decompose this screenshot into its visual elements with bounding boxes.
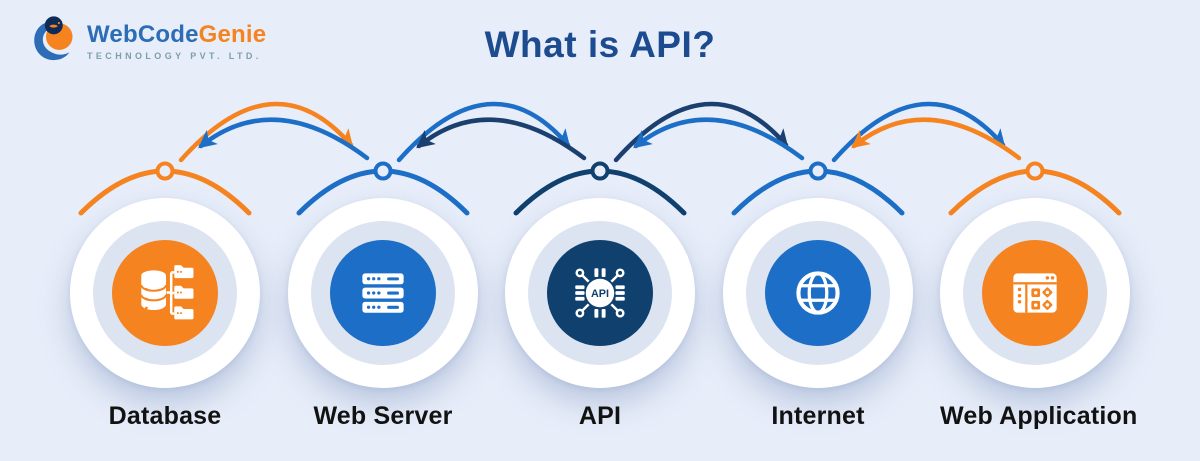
node-label: Database <box>108 402 222 430</box>
api-chip-icon: API <box>575 268 625 318</box>
node-database: Database <box>70 198 260 431</box>
node-inner-circle <box>112 240 218 346</box>
backward-arrow <box>633 117 805 161</box>
globe-icon <box>796 271 840 315</box>
node-apex-ring <box>373 161 393 181</box>
node-outer-circle <box>70 198 260 388</box>
node-label: Web Server <box>313 402 453 430</box>
logo-name: WebCodeGenie <box>87 20 267 48</box>
node-inner-circle: API <box>547 240 653 346</box>
node-inner-circle <box>765 240 871 346</box>
node-label: Internet <box>771 402 865 430</box>
browser-icon <box>1013 273 1057 313</box>
node-outer-circle <box>723 198 913 388</box>
backward-arrow <box>198 117 370 161</box>
node-label: API <box>578 402 622 430</box>
logo-text: WebCodeGenie TECHNOLOGY PVT. LTD. <box>87 20 267 62</box>
node-web-application: Web Application <box>940 198 1138 431</box>
node-inner-circle <box>330 240 436 346</box>
node-outer-circle <box>940 198 1130 388</box>
server-icon <box>362 273 404 313</box>
logo-tagline: TECHNOLOGY PVT. LTD. <box>87 51 262 62</box>
api-chip-text: API <box>591 288 609 300</box>
node-apex-ring <box>155 161 175 181</box>
node-apex-ring <box>590 161 610 181</box>
logo: WebCodeGenie TECHNOLOGY PVT. LTD. <box>28 12 266 71</box>
logo-icon <box>28 12 78 71</box>
node-ring <box>963 221 1107 365</box>
node-apex-ring <box>1025 161 1045 181</box>
database-icon <box>140 265 194 320</box>
node-label: Web Application <box>940 402 1138 430</box>
node-web-server: Web Server <box>288 198 478 431</box>
node-apex-ring <box>808 161 828 181</box>
node-outer-circle: API <box>505 198 695 388</box>
page-title: What is API? <box>484 24 716 65</box>
node-ring <box>93 221 237 365</box>
node-ring <box>746 221 890 365</box>
node-ring: API <box>528 221 672 365</box>
node-outer-circle <box>288 198 478 388</box>
backward-arrow <box>851 117 1022 161</box>
node-ring <box>311 221 455 365</box>
node-api: API API <box>505 198 695 431</box>
backward-arrow <box>416 117 587 161</box>
node-internet: Internet <box>723 198 913 431</box>
node-inner-circle <box>982 240 1088 346</box>
